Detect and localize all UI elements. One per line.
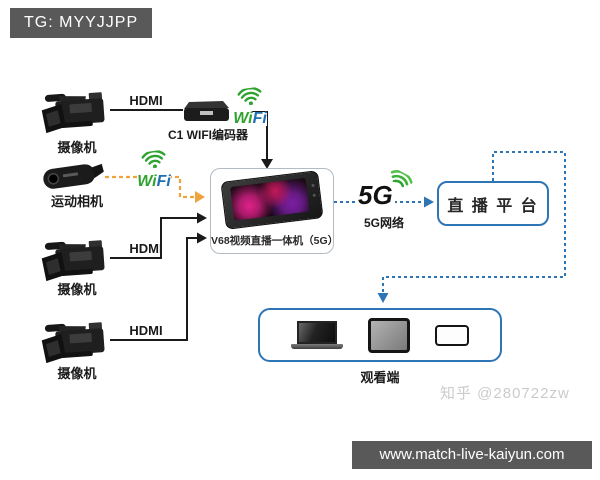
network-5g-label: 5G网络 (363, 216, 404, 230)
wifi-arcs-icon (140, 148, 168, 172)
watermark: 知乎 @280722zw (440, 385, 570, 402)
signal-arcs-icon (390, 170, 413, 188)
wifi-icon: WiFi (226, 85, 274, 128)
camera3-label: 摄像机 (57, 366, 97, 381)
v68-device-image (220, 170, 324, 230)
arrowhead-down-icon (377, 293, 389, 303)
arrowhead-right-icon (195, 191, 205, 203)
phone-icon (435, 324, 470, 346)
encoder-label: C1 WIFI编码器 (168, 128, 248, 142)
website-url-bar: www.match-live-kaiyun.com (352, 441, 592, 469)
viewers-node (258, 308, 502, 362)
v68-screen (230, 177, 310, 221)
arrowhead-right-icon (197, 212, 207, 224)
camcorder-icon (40, 91, 106, 134)
laptop-icon (290, 321, 343, 349)
tg-badge: TG: MYYJJPP (10, 8, 153, 38)
tablet-icon (367, 317, 410, 353)
camera1-label: 摄像机 (57, 140, 97, 155)
camera2-label: 摄像机 (57, 282, 97, 297)
wifi-icon: WiFi (130, 148, 178, 191)
network-5g-icon: 5G (352, 170, 416, 214)
wifi-text: Wi (137, 173, 157, 190)
action-camera-icon (43, 163, 104, 189)
v68-button-dot (312, 193, 316, 197)
action-camera-label: 运动相机 (50, 194, 103, 209)
v68-node: V68视频直播一体机（5G） (210, 168, 339, 254)
hdmi2-label: HDMI (129, 241, 163, 256)
wifi-arcs-icon (236, 85, 264, 109)
hdmi3-label: HDMI (129, 323, 163, 338)
platform-node: 直 播 平 台 (437, 181, 549, 226)
platform-label: 直 播 平 台 (447, 197, 539, 215)
viewers-label: 观看端 (360, 370, 400, 385)
5g-text: 5G (356, 180, 395, 210)
v68-button-dot (311, 183, 315, 188)
wifi-text: Wi (233, 110, 253, 127)
v68-label: V68视频直播一体机（5G） (211, 235, 339, 247)
hdmi1-label: HDMI (129, 93, 163, 108)
encoder-icon (184, 101, 229, 121)
arrowhead-right-icon (197, 232, 207, 244)
arrowhead-right-icon (424, 196, 434, 208)
